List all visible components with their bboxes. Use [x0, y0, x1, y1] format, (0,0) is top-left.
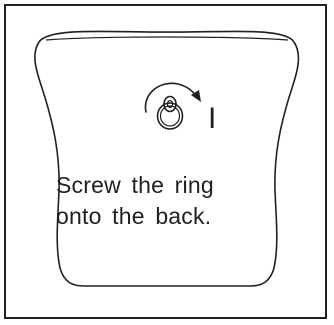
pouch-outline-icon: [35, 31, 299, 286]
pouch-rim-line: [46, 37, 288, 40]
instruction-line-2: onto the back.: [56, 201, 280, 232]
ring-icon: [158, 97, 183, 130]
instruction-line-1: Screw the ring: [56, 170, 280, 201]
instruction-text: Screw the ring onto the back.: [56, 170, 280, 232]
step-numeral: I: [208, 102, 216, 135]
